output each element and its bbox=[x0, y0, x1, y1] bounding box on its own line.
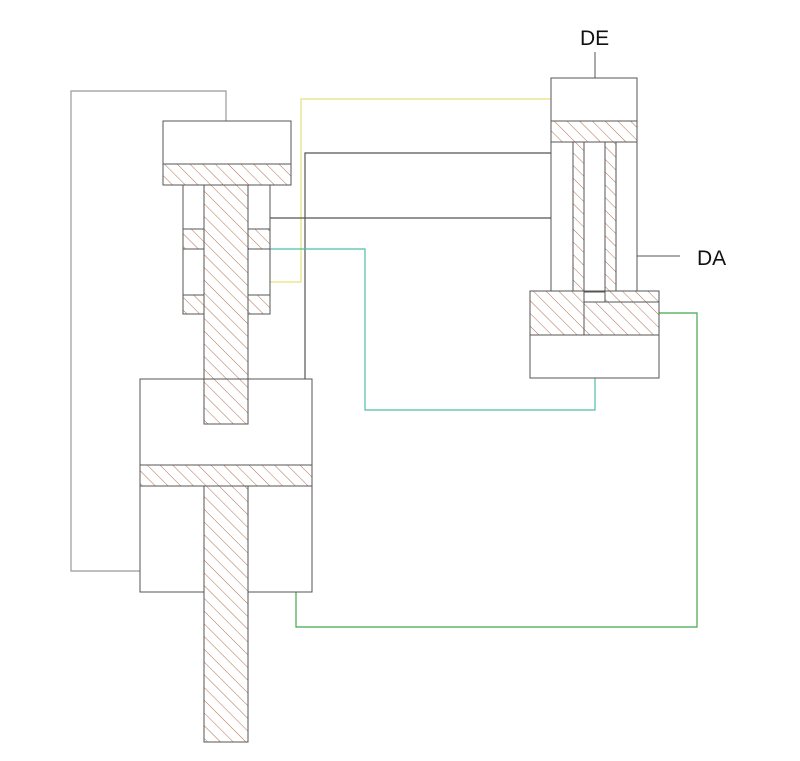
teal-signal-line bbox=[270, 248, 596, 411]
cylinder-rod bbox=[203, 485, 249, 743]
cylinder-piston bbox=[139, 464, 313, 487]
actuator-top-cap bbox=[550, 77, 638, 122]
yellow-pilot-line bbox=[270, 98, 551, 283]
spool-stem-inside bbox=[203, 378, 249, 425]
actuator-base-hatch-right bbox=[583, 301, 660, 336]
actuator-base-hatch-left bbox=[529, 290, 585, 336]
label-da: DA bbox=[697, 247, 726, 270]
valve-top-hatch bbox=[162, 163, 292, 186]
actuator-inner-bore bbox=[583, 141, 606, 293]
right-actuator bbox=[529, 77, 660, 379]
green-exhaust-line bbox=[295, 312, 698, 628]
actuator-base-hatch-top bbox=[604, 290, 660, 303]
actuator-upper-hatch bbox=[550, 120, 638, 143]
label-de: DE bbox=[580, 27, 609, 50]
main-cylinder bbox=[139, 378, 313, 743]
actuator-left-wall bbox=[572, 141, 585, 303]
actuator-right-wall bbox=[604, 141, 617, 293]
dark-supply-line bbox=[304, 152, 551, 379]
valve-top-cap bbox=[162, 120, 292, 165]
gray-return-line bbox=[70, 90, 227, 572]
actuator-body bbox=[550, 120, 638, 292]
